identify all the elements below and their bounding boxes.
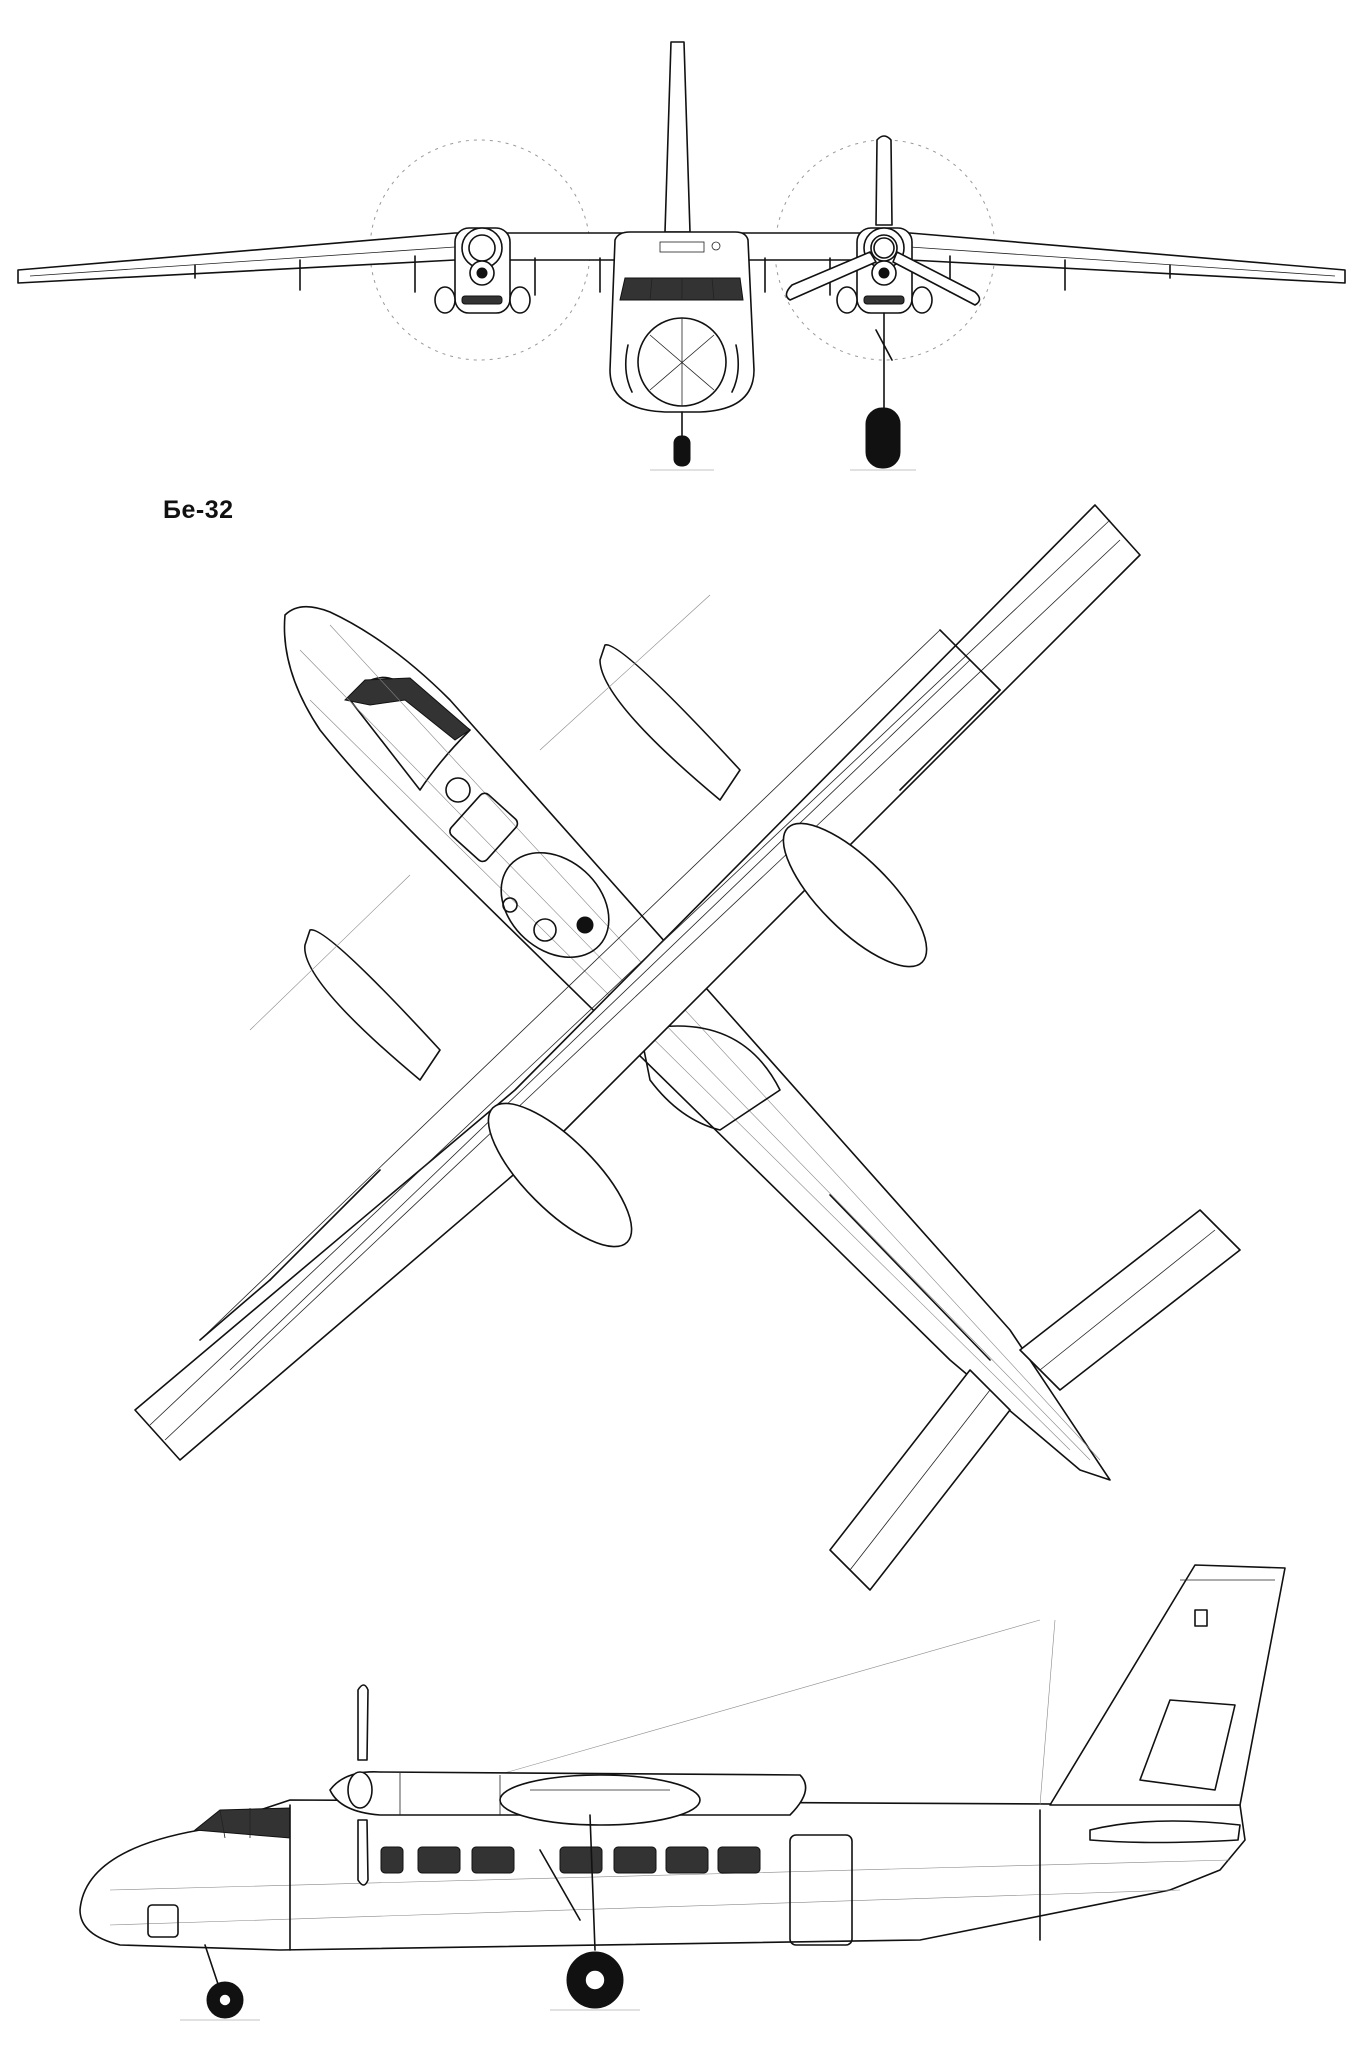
- side-wing-root: [1089, 1820, 1241, 1844]
- plan-nacelle-right: [304, 929, 633, 1248]
- side-fin: [479, 1564, 1286, 1806]
- aircraft-designation-label: Бе-32: [163, 496, 234, 524]
- plan-nacelle-left: [599, 644, 928, 968]
- plan-wing: [134, 504, 1141, 1461]
- right-propeller: [785, 135, 981, 306]
- front-view: [17, 41, 1346, 471]
- plan-fuselage: [283, 605, 1111, 1481]
- plan-tail: [829, 1209, 1241, 1591]
- side-propeller: [347, 1684, 373, 1886]
- side-nacelle: [329, 1771, 807, 1826]
- left-nacelle: [434, 227, 531, 314]
- front-nose-gear: [673, 411, 691, 467]
- front-fuselage: [609, 231, 755, 413]
- side-windows: [380, 1846, 761, 1874]
- plan-view: [134, 504, 1241, 1591]
- side-nose-gear: [204, 1944, 244, 2019]
- side-main-gear: [539, 1814, 624, 2009]
- front-main-gear: [865, 312, 901, 469]
- side-fuselage: [79, 1799, 1246, 1951]
